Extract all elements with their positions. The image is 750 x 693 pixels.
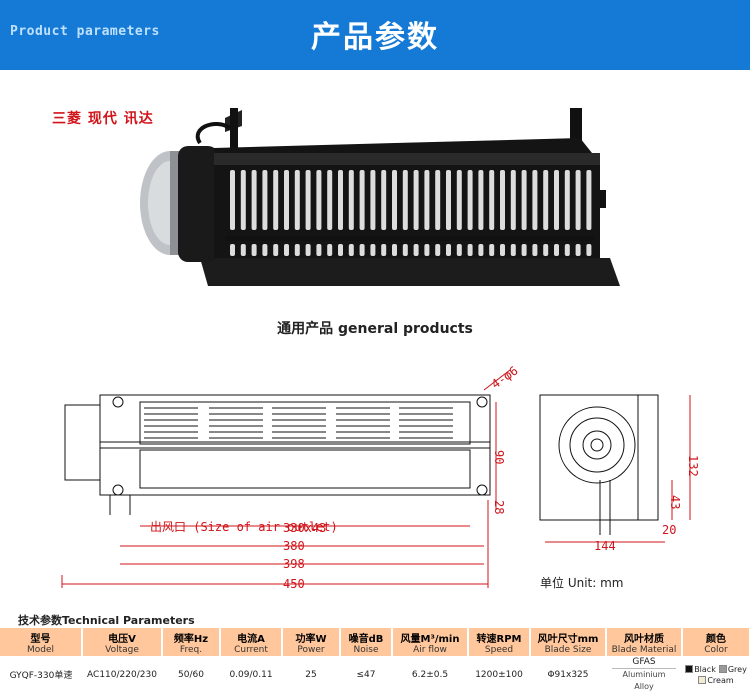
material-secondary: Aluminium Alloy [612,668,676,693]
cell-model: GYQF-330单速 [9,671,73,681]
cell-color: Black Grey Cream [682,656,750,693]
header-title-en: Product parameters [10,24,160,39]
outlet-label: 出风口 (Size of air outlet) [150,520,338,534]
cell-airflow: 6.2±0.5 [411,669,449,680]
dim-132: 132 [686,455,700,477]
brand-names: 三菱 现代 讯达 [52,111,154,127]
unit-label: 单位 Unit: mm [540,576,624,590]
dim-398: 398 [283,557,305,571]
dim-90: 90 [492,450,506,464]
dim-outlet: 330x43 [283,521,326,535]
dim-28: 28 [492,500,506,514]
dim-450: 450 [283,577,305,591]
color-black: Black [685,664,716,675]
dim-144: 144 [594,539,616,553]
material-primary: GFAS [632,657,656,667]
dim-hole: 4-φ6 [489,363,521,391]
header-pointer [54,60,72,70]
header-title-cn: 产品参数 [311,20,439,55]
end-view-outline [539,394,659,521]
dim-380: 380 [283,539,305,553]
dimension-drawing: 出风口 (Size of air outlet) 330x43 380 398 … [61,363,700,591]
motor-outline [64,404,101,481]
black-swatch [685,665,694,673]
product-caption: 通用产品 general products [277,321,473,337]
color-cream: Cream [698,675,734,686]
cell-power: 25 [305,669,317,680]
header-banner: Product parameters 产品参数 [0,0,750,70]
color-grey: Grey [716,664,747,675]
dim-43: 43 [668,495,682,509]
cell-freq: 50/60 [178,669,204,680]
cell-noise: ≤47 [356,669,376,680]
fan-body-outline [99,394,491,496]
cell-blade-size: Φ91x325 [547,669,589,680]
cell-voltage: AC110/220/230 [87,669,157,680]
cream-swatch [698,676,707,684]
cell-current: 0.09/0.11 [229,669,273,680]
product-photo [140,108,620,286]
table-row: GYQF-330单速 AC110/220/230 50/60 0.09/0.11… [0,656,750,693]
tech-params-title: 技术参数Technical Parameters [18,614,195,627]
cell-speed: 1200±100 [475,669,523,680]
dim-20: 20 [662,523,676,537]
grey-swatch [718,665,727,673]
